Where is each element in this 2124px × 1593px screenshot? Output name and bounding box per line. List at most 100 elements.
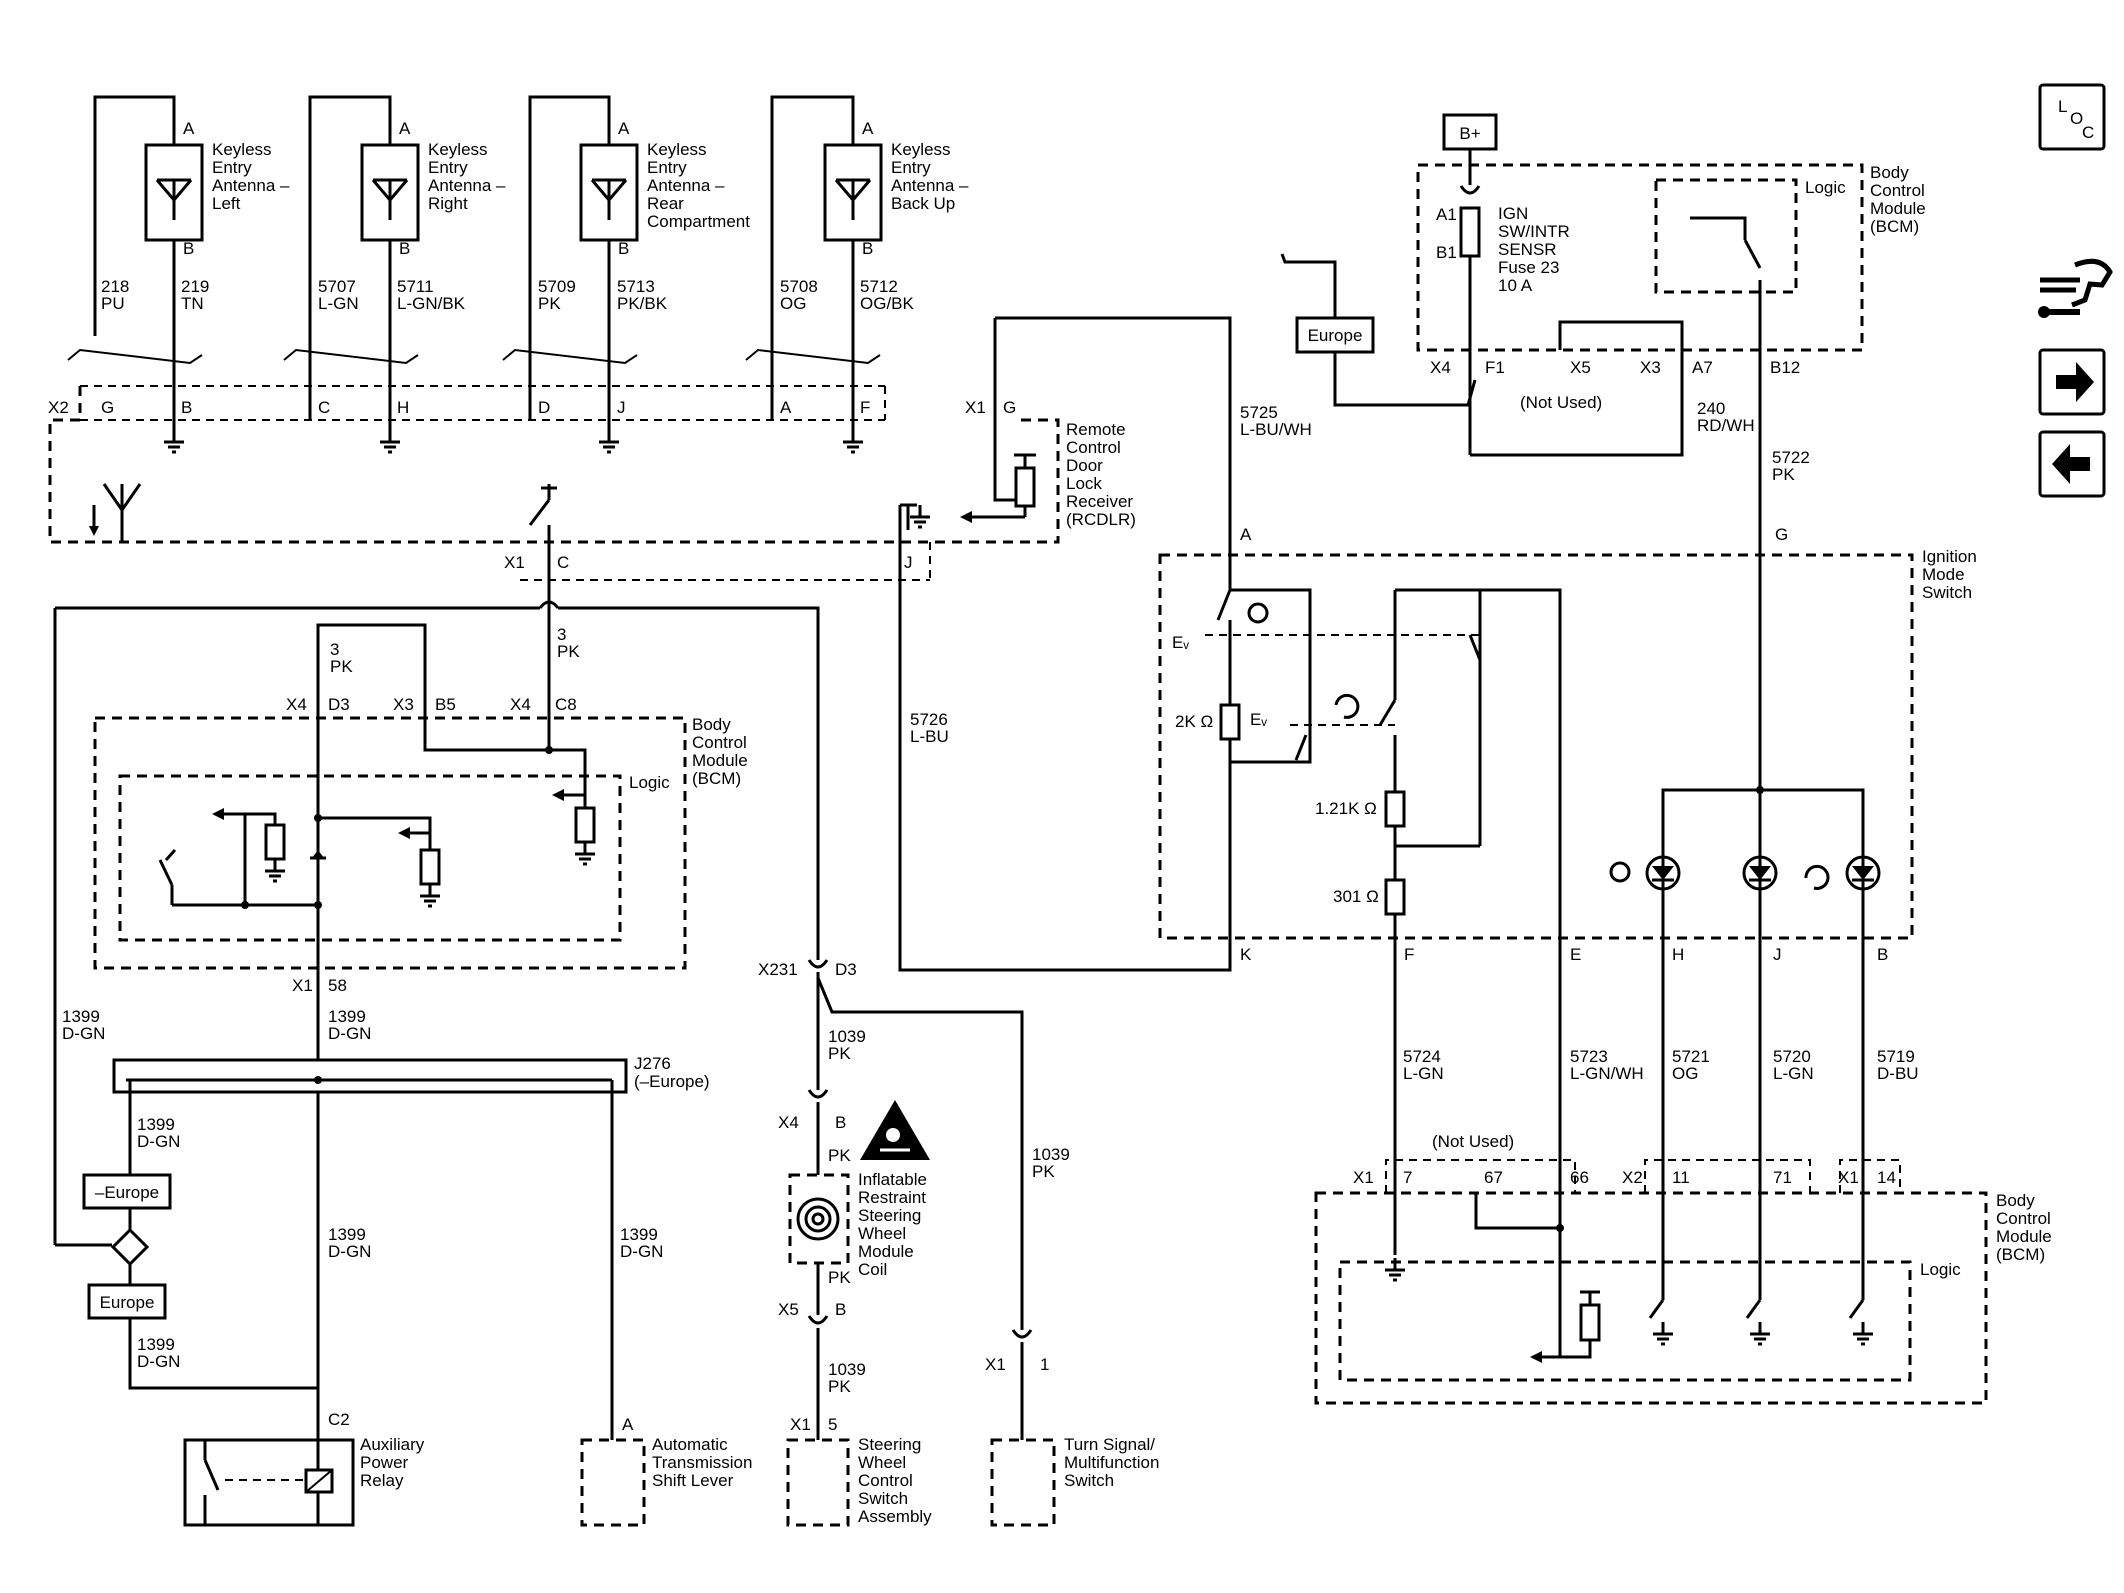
- loc-button[interactable]: L O C: [2038, 83, 2106, 151]
- connector-x3: X3: [1640, 358, 1661, 377]
- antenna-pin-bottom: B: [399, 239, 410, 258]
- loc-letter: C: [2082, 123, 2094, 142]
- wire-number: 5725: [1240, 403, 1278, 422]
- wire-number: 5720: [1773, 1047, 1811, 1066]
- shift-pin: A: [622, 1415, 634, 1434]
- antenna-pin-top: A: [862, 119, 874, 138]
- connector-pin: B: [181, 398, 192, 417]
- connector-x1: X1: [292, 976, 313, 995]
- pin-g: G: [1775, 525, 1788, 544]
- wire-number: 1399: [328, 1007, 366, 1026]
- antenna-pin-top: A: [183, 119, 195, 138]
- ev-label: Eᵥ: [1250, 710, 1267, 729]
- connector-x4: X4: [1430, 358, 1451, 377]
- wire-color: OG: [780, 294, 806, 313]
- antenna-pin-bottom: B: [618, 239, 629, 258]
- wire-color: L-GN/BK: [397, 294, 466, 313]
- pin-j: J: [904, 553, 913, 572]
- next-arrow-button[interactable]: [2038, 348, 2106, 416]
- connector-x1: X1: [985, 1355, 1006, 1374]
- wire-color: D-GN: [328, 1242, 371, 1261]
- connector-x231: X231: [758, 960, 798, 979]
- logic-label: Logic: [629, 773, 670, 792]
- splice-note: (–Europe): [634, 1072, 710, 1091]
- not-used-label: (Not Used): [1520, 393, 1602, 412]
- europe-label: Europe: [1308, 326, 1363, 345]
- pin-c8: C8: [555, 695, 577, 714]
- pin-f: F: [1404, 945, 1414, 964]
- splice-j276: J276 (–Europe): [112, 1054, 710, 1094]
- wire-number: 5713: [617, 277, 655, 296]
- wire-number: 5722: [1772, 448, 1810, 467]
- connector-pin: G: [101, 398, 114, 417]
- wire-color: PK: [330, 657, 353, 676]
- wire-color: PK: [1772, 465, 1795, 484]
- europe-label: Europe: [100, 1293, 155, 1312]
- connector-x1: X1: [1353, 1168, 1374, 1187]
- side-nav: L O C: [2038, 83, 2113, 498]
- connector-x4: X4: [286, 695, 307, 714]
- connector-pin: D: [538, 398, 550, 417]
- wire-number: 1399: [137, 1115, 175, 1134]
- wire-color: PK: [538, 294, 561, 313]
- wire-number: 219: [181, 277, 209, 296]
- wire-color: OG/BK: [860, 294, 915, 313]
- wire-color: D-BU: [1877, 1064, 1919, 1083]
- pk-label: PK: [828, 1268, 851, 1287]
- pin-d3: D3: [328, 695, 350, 714]
- wire-number: 5711: [397, 277, 434, 296]
- connector-x2: X2: [48, 398, 69, 417]
- relay-pin: C2: [328, 1410, 350, 1429]
- pin-67: 67: [1484, 1168, 1503, 1187]
- antenna-icon: [89, 483, 142, 542]
- pin-j: J: [1773, 945, 1782, 964]
- ev-label: Eᵥ: [1172, 633, 1189, 652]
- minus-europe-label: –Europe: [95, 1183, 159, 1202]
- pin-c: C: [557, 553, 569, 572]
- connector-x1: X1: [965, 398, 986, 417]
- connector-x1: X1: [1838, 1168, 1859, 1187]
- pin-g: G: [1003, 398, 1016, 417]
- wire-color: L-GN: [1773, 1064, 1814, 1083]
- antenna-pin-bottom: B: [183, 239, 194, 258]
- wire-number: 3: [330, 640, 339, 659]
- wire-number: 5721: [1672, 1047, 1710, 1066]
- led-icon: [1742, 855, 1778, 891]
- led-icon: [1845, 855, 1881, 891]
- pin-a: A: [1240, 525, 1252, 544]
- switch-icon: [528, 484, 557, 600]
- pin-a7: A7: [1692, 358, 1713, 377]
- tools-icon[interactable]: [2038, 258, 2113, 318]
- wire-number: 240: [1697, 399, 1725, 418]
- wire-color: PK: [1032, 1162, 1055, 1181]
- pin-b12: B12: [1770, 358, 1800, 377]
- wire-number: 1039: [1032, 1145, 1070, 1164]
- swc-pin: 5: [828, 1415, 837, 1434]
- resistor-2k-label: 2K Ω: [1175, 712, 1213, 731]
- wire-number: 1039: [828, 1360, 866, 1379]
- resistor-301-label: 301 Ω: [1333, 887, 1379, 906]
- wire-number: 5709: [538, 277, 576, 296]
- wire-number: 5719: [1877, 1047, 1915, 1066]
- connector-pin: F: [860, 398, 870, 417]
- bcm-bottom: (Not Used) X1 7 67 66 X2 11 71 X1 14 Bod…: [1314, 1132, 2052, 1405]
- pin-b: B: [1877, 945, 1888, 964]
- pin-b1: B1: [1436, 243, 1457, 262]
- pin-71: 71: [1773, 1168, 1792, 1187]
- connector-pin: H: [397, 398, 409, 417]
- back-arrow-button[interactable]: [2038, 430, 2106, 498]
- pin-a1: A1: [1436, 205, 1457, 224]
- connector-pin: C: [318, 398, 330, 417]
- connector-x4: X4: [778, 1113, 799, 1132]
